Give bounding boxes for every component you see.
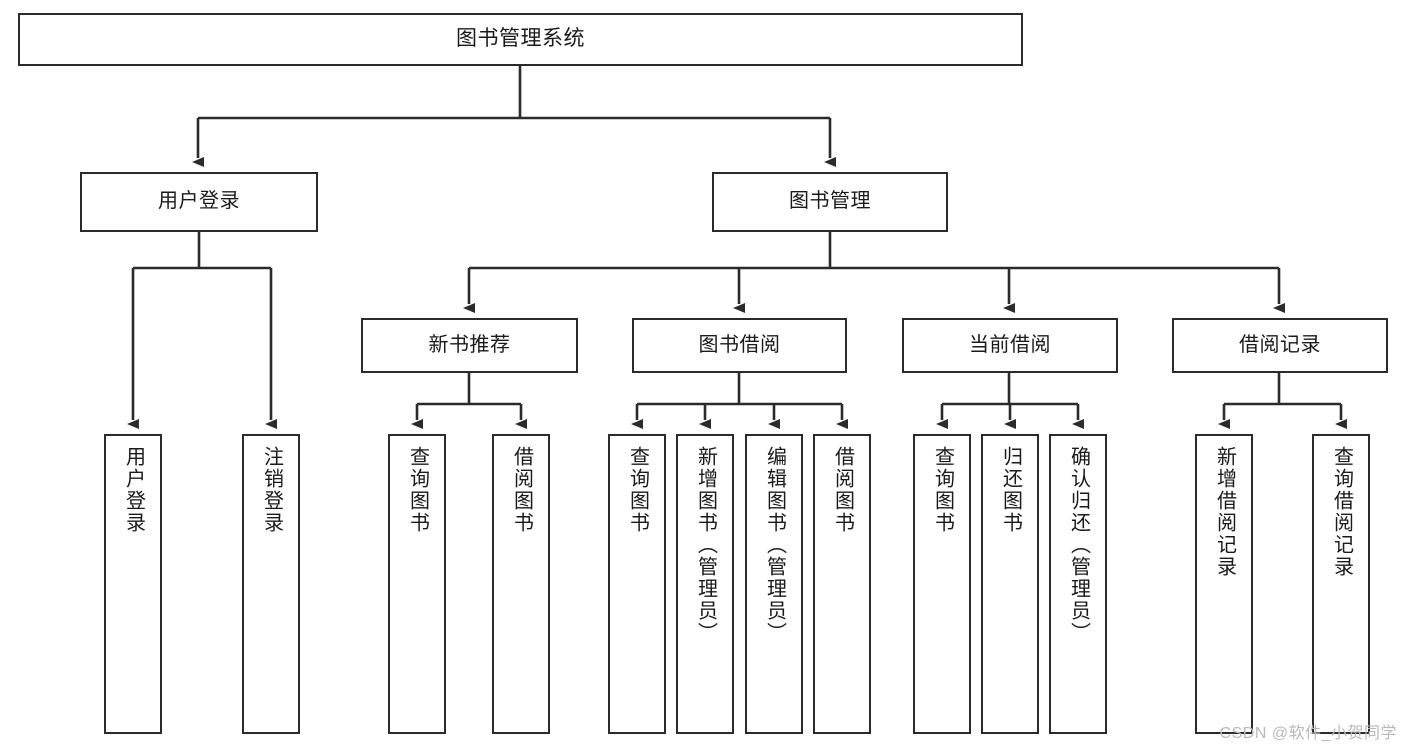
node-leaf-book-borrow-add[interactable]: 新增图书（管理员） xyxy=(676,434,734,734)
node-book-borrow[interactable]: 图书借阅 xyxy=(632,318,847,373)
node-leaf-current-borrow-return[interactable]: 归还图书 xyxy=(981,434,1039,734)
node-leaf-book-borrow-edit[interactable]: 编辑图书（管理员） xyxy=(745,434,803,734)
node-book-borrow-label: 图书借阅 xyxy=(698,333,781,356)
node-leaf-user-login-signin-label: 用户登录 xyxy=(122,446,145,534)
node-leaf-book-borrow-add-label: 新增图书（管理员） xyxy=(694,446,717,644)
node-borrow-record-label: 借阅记录 xyxy=(1239,333,1321,356)
node-leaf-user-login-signin[interactable]: 用户登录 xyxy=(104,434,162,734)
node-leaf-book-borrow-edit-label: 编辑图书（管理员） xyxy=(763,446,786,644)
node-leaf-user-login-signout[interactable]: 注销登录 xyxy=(242,434,300,734)
node-leaf-new-book-query[interactable]: 查询图书 xyxy=(388,434,446,734)
node-leaf-book-borrow-query-label: 查询图书 xyxy=(626,446,649,534)
node-leaf-new-book-query-label: 查询图书 xyxy=(406,446,429,534)
node-borrow-record[interactable]: 借阅记录 xyxy=(1172,318,1388,373)
node-leaf-current-borrow-confirm-label: 确认归还（管理员） xyxy=(1067,446,1090,644)
node-user-login-label: 用户登录 xyxy=(158,190,240,213)
node-user-login[interactable]: 用户登录 xyxy=(80,172,318,232)
node-leaf-current-borrow-return-label: 归还图书 xyxy=(999,446,1022,534)
node-leaf-book-borrow-query[interactable]: 查询图书 xyxy=(608,434,666,734)
node-leaf-book-borrow-lend[interactable]: 借阅图书 xyxy=(813,434,871,734)
node-leaf-new-book-borrow[interactable]: 借阅图书 xyxy=(492,434,550,734)
node-book-manage[interactable]: 图书管理 xyxy=(712,172,948,232)
node-current-borrow[interactable]: 当前借阅 xyxy=(902,318,1118,373)
node-leaf-borrow-record-query[interactable]: 查询借阅记录 xyxy=(1312,434,1370,734)
node-root-system-label: 图书管理系统 xyxy=(456,27,585,51)
node-leaf-borrow-record-query-label: 查询借阅记录 xyxy=(1330,446,1353,578)
node-leaf-book-borrow-lend-label: 借阅图书 xyxy=(831,446,854,534)
node-leaf-borrow-record-add[interactable]: 新增借阅记录 xyxy=(1195,434,1253,734)
watermark-text: CSDN @软件_小贺同学 xyxy=(1219,725,1397,742)
node-root-system[interactable]: 图书管理系统 xyxy=(18,13,1023,66)
node-book-manage-label: 图书管理 xyxy=(789,190,871,213)
node-new-book-recommend-label: 新书推荐 xyxy=(428,333,511,356)
node-leaf-current-borrow-query[interactable]: 查询图书 xyxy=(913,434,971,734)
node-current-borrow-label: 当前借阅 xyxy=(969,333,1051,356)
node-leaf-current-borrow-confirm[interactable]: 确认归还（管理员） xyxy=(1049,434,1107,734)
node-leaf-new-book-borrow-label: 借阅图书 xyxy=(510,446,533,534)
node-leaf-current-borrow-query-label: 查询图书 xyxy=(931,446,954,534)
node-leaf-borrow-record-add-label: 新增借阅记录 xyxy=(1213,446,1236,578)
node-leaf-user-login-signout-label: 注销登录 xyxy=(260,446,283,534)
node-new-book-recommend[interactable]: 新书推荐 xyxy=(361,318,578,373)
